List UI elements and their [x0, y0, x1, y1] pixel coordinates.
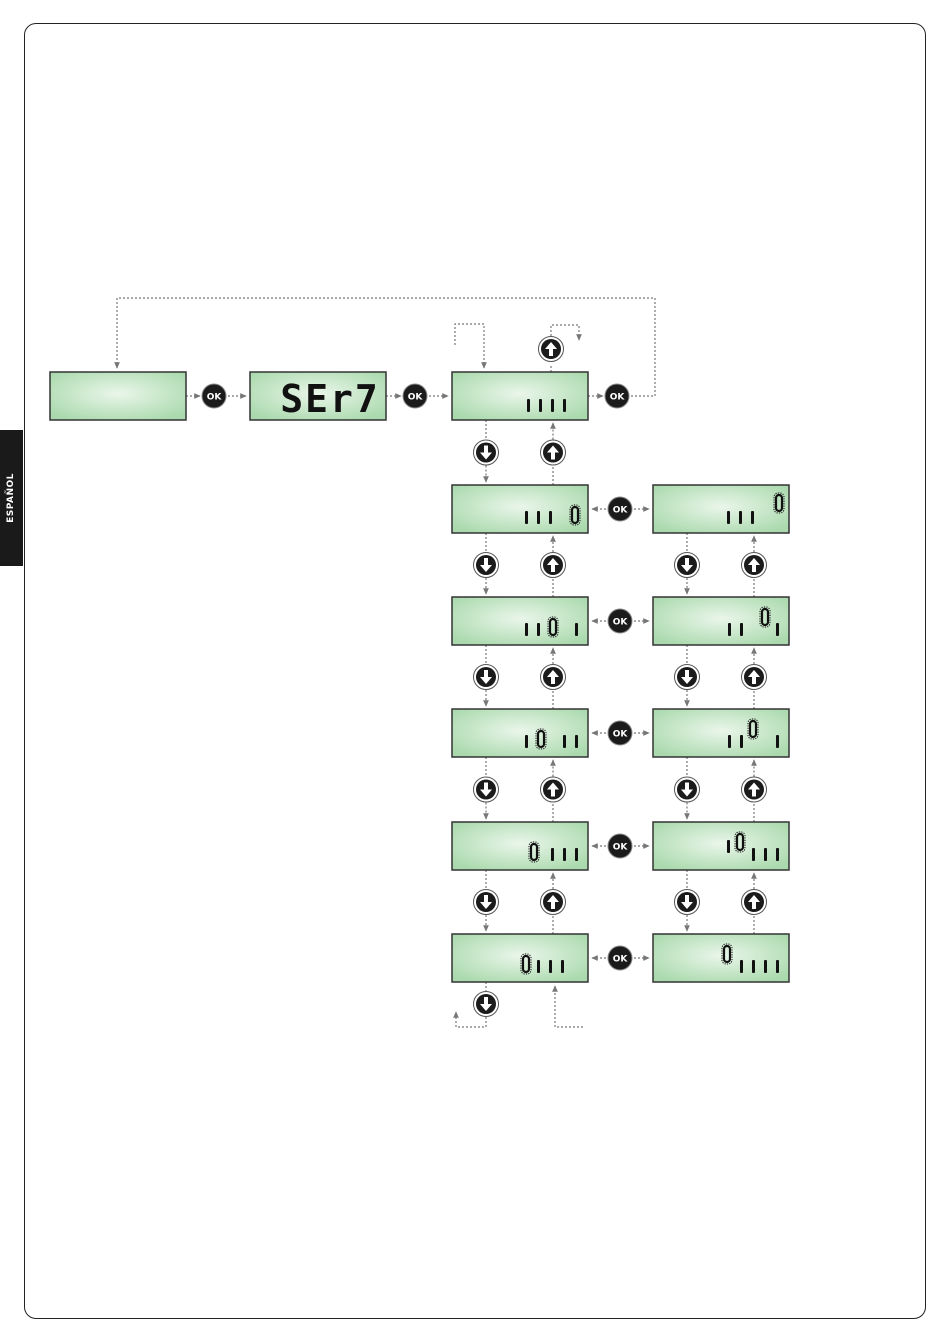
ok-label: OK	[613, 506, 629, 516]
lcd-display-left-2	[452, 597, 588, 645]
connector-line	[555, 986, 583, 1027]
lcd-display-serial: SEr7	[250, 372, 386, 421]
ok-label: OK	[207, 393, 223, 403]
digit-segment	[764, 848, 767, 861]
ok-label: OK	[613, 730, 629, 740]
ok-button-1[interactable]: OK	[202, 384, 226, 408]
digit-segment	[751, 511, 754, 524]
lcd-display-left-4	[452, 822, 588, 870]
ok-label: OK	[613, 955, 629, 965]
digit-segment	[728, 735, 731, 748]
digit-segment	[525, 511, 528, 524]
digit-segment	[776, 735, 779, 748]
down-arrow-left-5[interactable]	[474, 890, 499, 915]
digit-segment	[727, 840, 730, 853]
digit-segment	[575, 735, 578, 748]
digit-segment	[575, 623, 578, 636]
ok-button-row-2[interactable]: OK	[608, 609, 632, 633]
digit-segment	[549, 511, 552, 524]
up-arrow-right-2[interactable]	[742, 665, 767, 690]
digit-segment	[563, 848, 566, 861]
lcd-text: SEr7	[280, 377, 380, 421]
digit-segment	[776, 623, 779, 636]
digit-segment	[551, 399, 554, 412]
digit-segment	[525, 735, 528, 748]
digit-segment	[728, 623, 731, 636]
lcd-display-code-main	[452, 372, 588, 420]
digit-segment	[727, 511, 730, 524]
ok-label: OK	[610, 393, 626, 403]
down-arrow-right-3[interactable]	[675, 777, 700, 802]
lcd-display-right-1	[653, 485, 789, 533]
down-arrow-bottom[interactable]	[474, 992, 499, 1017]
ok-label: OK	[408, 393, 424, 403]
ok-button-row-5[interactable]: OK	[608, 946, 632, 970]
digit-segment	[776, 848, 779, 861]
digit-segment	[537, 623, 540, 636]
digit-segment	[752, 960, 755, 973]
up-arrow-button-top[interactable]	[539, 337, 564, 362]
up-arrow-left-1[interactable]	[541, 440, 566, 465]
down-arrow-right-1[interactable]	[675, 553, 700, 578]
digit-segment	[537, 511, 540, 524]
lcd-display-right-4	[653, 822, 789, 870]
ok-button-row-4[interactable]: OK	[608, 834, 632, 858]
down-arrow-right-4[interactable]	[675, 890, 700, 915]
down-arrow-right-2[interactable]	[675, 665, 700, 690]
lcd-display-left-3	[452, 709, 588, 757]
digit-segment	[563, 735, 566, 748]
digit-segment	[549, 960, 552, 973]
lcd-display-left-1	[452, 485, 588, 533]
digit-segment	[575, 848, 578, 861]
down-arrow-left-4[interactable]	[474, 777, 499, 802]
digit-segment	[563, 399, 566, 412]
ok-button-row-1[interactable]: OK	[608, 497, 632, 521]
ok-button-2[interactable]: OK	[403, 384, 427, 408]
up-arrow-left-5[interactable]	[541, 890, 566, 915]
down-arrow-left-2[interactable]	[474, 553, 499, 578]
down-arrow-left-3[interactable]	[474, 665, 499, 690]
up-arrow-right-3[interactable]	[742, 777, 767, 802]
up-arrow-right-4[interactable]	[742, 890, 767, 915]
lcd-display-right-2	[653, 597, 789, 645]
digit-segment	[539, 399, 542, 412]
buttons: OK OK OK OK OK OK OK OK	[202, 337, 767, 1017]
ok-button-3[interactable]: OK	[605, 384, 629, 408]
ok-label: OK	[613, 843, 629, 853]
connector-line	[455, 324, 484, 368]
digit-segment	[740, 735, 743, 748]
up-arrow-right-1[interactable]	[742, 553, 767, 578]
digit-segment	[740, 960, 743, 973]
digit-segment	[752, 848, 755, 861]
lcd-display-right-3	[653, 709, 789, 757]
digit-segment	[764, 960, 767, 973]
digit-segment	[740, 623, 743, 636]
lcd-display-blank	[50, 372, 186, 420]
digit-segment	[527, 399, 530, 412]
ok-label: OK	[613, 618, 629, 628]
up-arrow-left-2[interactable]	[541, 553, 566, 578]
down-arrow-left-1[interactable]	[474, 440, 499, 465]
digit-segment	[551, 848, 554, 861]
digit-segment	[525, 623, 528, 636]
digit-segment	[776, 960, 779, 973]
lcd-display-right-5	[653, 934, 789, 982]
digit-segment	[739, 511, 742, 524]
lcd-display-left-5	[452, 934, 588, 982]
up-arrow-left-4[interactable]	[541, 777, 566, 802]
ok-button-row-3[interactable]: OK	[608, 721, 632, 745]
digit-segment	[537, 960, 540, 973]
up-arrow-left-3[interactable]	[541, 665, 566, 690]
digit-segment	[561, 960, 564, 973]
